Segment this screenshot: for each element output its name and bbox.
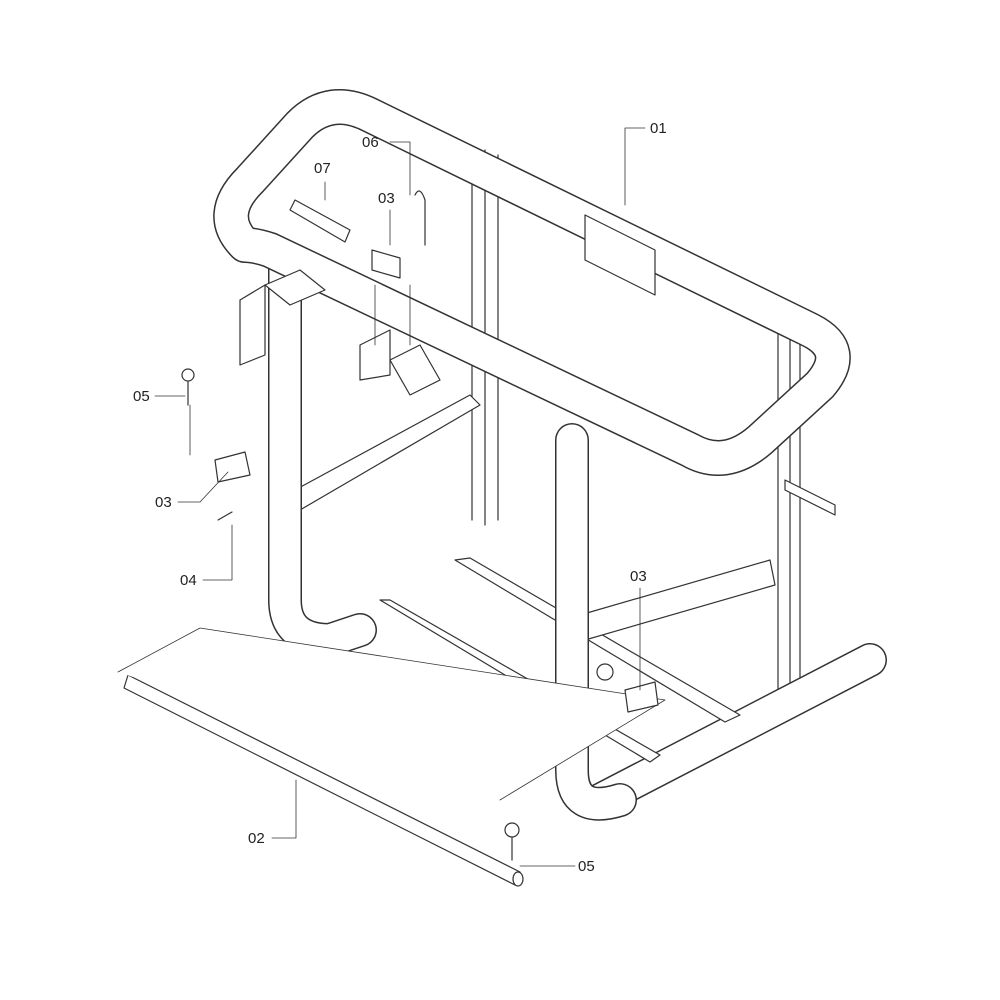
base-tube: [583, 643, 887, 817]
label-05-left: 05: [133, 388, 150, 405]
small-parts: [181, 190, 659, 861]
label-03-left: 03: [155, 494, 172, 511]
label-03-right: 03: [630, 568, 647, 585]
label-03-top: 03: [378, 190, 395, 207]
top-ring-frame: [213, 89, 851, 476]
label-06: 06: [362, 134, 379, 151]
leader-lines: [154, 127, 646, 867]
label-07: 07: [314, 160, 331, 177]
label-05-bottom: 05: [578, 858, 595, 875]
label-02: 02: [248, 830, 265, 847]
front-legs: [268, 253, 637, 821]
label-01: 01: [650, 120, 667, 137]
part-02-bar: [117, 627, 666, 887]
label-04: 04: [180, 572, 197, 589]
